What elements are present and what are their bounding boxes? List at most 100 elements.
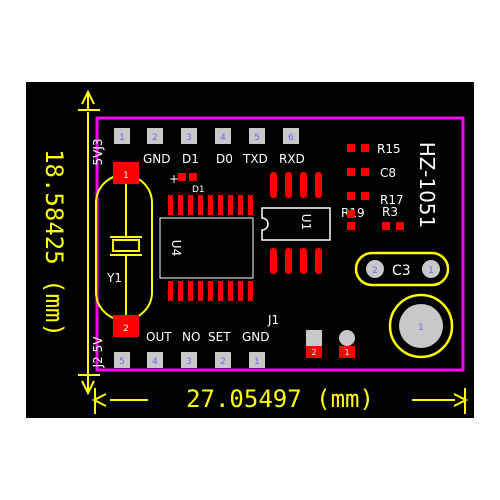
width-dimension: 27.05497 (mm) <box>91 385 469 414</box>
u1-pad <box>285 172 292 198</box>
crystal-pad-1 <box>113 162 139 184</box>
signal-label-set: SET <box>208 330 231 344</box>
header-j3-pin: 1 <box>114 128 130 144</box>
crystal-body <box>112 239 140 252</box>
j1-pad-2-copper <box>306 346 322 358</box>
r17-pad-a <box>347 192 355 200</box>
header-j2: J2 5V 5 4 3 2 1 OUT NO SET GND <box>91 330 270 368</box>
header-j3-pin-number: 3 <box>186 133 192 143</box>
header-j3-pin-number: 6 <box>288 133 294 143</box>
header-j3-pad-4 <box>215 128 231 144</box>
header-j3-pin: 6 <box>283 128 299 144</box>
r19-pad-a <box>347 222 355 230</box>
header-j3-pin-number: 4 <box>220 133 226 143</box>
electrolytic-outline <box>388 293 454 359</box>
passive-components: R15 C8 R17 R19 R3 <box>341 142 404 230</box>
diode-d1: + D1 <box>169 172 205 195</box>
header-j2-pin-number: 3 <box>186 357 192 367</box>
mcu-pad <box>168 195 173 215</box>
header-j2-pad-4 <box>147 352 163 368</box>
mcu-pad <box>218 195 223 215</box>
mcu-pad <box>238 195 243 215</box>
crystal-y1: 1 2 Y1 <box>95 162 153 337</box>
u1-label: U1 <box>299 214 313 230</box>
header-j3-pin: 4 <box>215 128 231 144</box>
header-j2-pad-3 <box>181 352 197 368</box>
header-j2-pin: 1 <box>249 352 265 368</box>
width-dimension-label: 27.05497 (mm) <box>186 385 374 413</box>
header-j3-pin-number: 2 <box>152 133 158 143</box>
r3-pad-b <box>396 222 404 230</box>
j1-label: J1 <box>267 313 279 327</box>
header-j3-pin: 5 <box>249 128 265 144</box>
height-dimension-label: 18.58425 (mm) <box>40 149 68 337</box>
diode-pad-k <box>189 173 197 181</box>
signal-label-gnd: GND <box>143 152 171 166</box>
mcu-body-outline <box>159 217 254 279</box>
u1-pad <box>285 248 292 274</box>
mcu-pad <box>228 281 233 301</box>
width-label-backdrop <box>148 388 412 410</box>
header-j2-pin: 2 <box>215 352 231 368</box>
mcu-pads-bottom <box>168 281 253 301</box>
header-j3-pad-2 <box>147 128 163 144</box>
r15-pad-b <box>361 144 369 152</box>
crystal-pad-number: 2 <box>123 324 129 334</box>
header-j3-pad-3 <box>181 128 197 144</box>
header-j2-pad-5 <box>114 352 130 368</box>
signal-label-out: OUT <box>146 330 172 344</box>
diode-pad-a <box>178 173 186 181</box>
height-dimension: 18.58425 (mm) <box>40 89 100 396</box>
header-j3: 5VJ3 1 2 3 4 5 6 GND D1 D0 TXD RXD <box>91 128 305 166</box>
signal-label-d1: D1 <box>182 152 199 166</box>
c8-pad-a <box>347 168 355 176</box>
u1-pads-top <box>270 172 322 198</box>
mcu-pad <box>188 195 193 215</box>
signal-label-txd: TXD <box>242 152 268 166</box>
mcu-pad <box>178 281 183 301</box>
u1-pad <box>300 248 307 274</box>
electrolytic-capacitor: 1 <box>388 293 454 359</box>
u1-pad <box>270 248 277 274</box>
j1-pad-2 <box>306 330 322 346</box>
r17-pad-b <box>361 192 369 200</box>
header-j3-pad-6 <box>283 128 299 144</box>
header-j3-pin-number: 1 <box>119 133 125 143</box>
connector-j1: J1 2 1 <box>267 313 355 358</box>
u1-body-outline <box>261 207 331 241</box>
mcu-pad <box>208 195 213 215</box>
header-j2-pin: 4 <box>147 352 163 368</box>
header-j3-pad-1 <box>114 128 130 144</box>
r3-pad-a <box>382 222 390 230</box>
mcu-pads-top <box>168 195 253 215</box>
c8-label: C8 <box>380 166 396 180</box>
header-j2-pin: 5 <box>114 352 130 368</box>
mcu-u4: U4 <box>159 195 254 301</box>
signal-label-d0: D0 <box>216 152 233 166</box>
j1-pad-1 <box>339 330 355 346</box>
mcu-pad <box>188 281 193 301</box>
diode-label: D1 <box>192 185 205 195</box>
electrolytic-pad <box>399 304 443 348</box>
c3-label: C3 <box>392 263 411 279</box>
r17-label: R17 <box>380 193 404 207</box>
crystal-label: Y1 <box>106 271 122 285</box>
mcu-pad <box>248 195 253 215</box>
crystal-pad-2 <box>113 315 139 337</box>
c3-pad-1 <box>422 260 440 278</box>
c8-pad-b <box>361 168 369 176</box>
header-j2-pin: 3 <box>181 352 197 368</box>
c3-pad-number: 2 <box>372 266 378 276</box>
header-j2-pin-number: 2 <box>220 357 226 367</box>
mcu-pad <box>238 281 243 301</box>
u1-pad <box>270 172 277 198</box>
electrolytic-pad-number: 1 <box>418 323 424 333</box>
signal-label-rxd: RXD <box>279 152 305 166</box>
mcu-pad <box>198 281 203 301</box>
crystal-pad-number: 1 <box>123 171 129 181</box>
capacitor-c3: 2 1 C3 <box>354 251 450 287</box>
board-name-label: HZ-1051 <box>415 142 439 229</box>
c3-pad-number: 1 <box>428 266 434 276</box>
